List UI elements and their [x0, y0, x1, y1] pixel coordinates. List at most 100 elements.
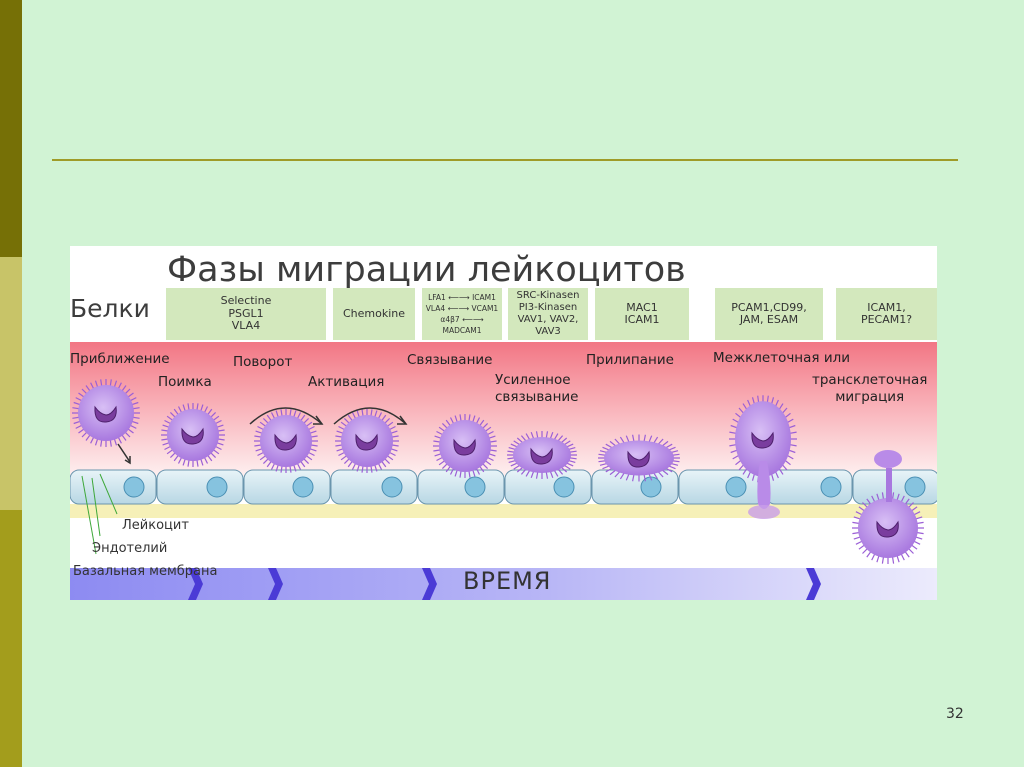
protein-box-integrins: LFA1 ⟵⟶ ICAM1 VLA4 ⟵⟶ VCAM1 α4β7 ⟵⟶ MADC…	[422, 288, 502, 340]
leukocyte	[729, 395, 797, 483]
phase-label-capture: Поимка	[158, 374, 212, 390]
approach-arrowhead	[124, 456, 131, 465]
endothelial-nucleus	[381, 476, 403, 498]
leukocyte-nucleus	[453, 438, 476, 456]
legend-pointer-lines	[81, 473, 118, 555]
time-chevron	[422, 568, 437, 600]
leukocytes	[72, 379, 924, 564]
leukocyte	[335, 409, 399, 473]
phase-label-approach: Приближение	[70, 351, 170, 367]
rotation-arrowhead	[397, 415, 408, 425]
leukocyte-microvilli	[335, 409, 399, 473]
rotation-arrow	[333, 407, 407, 425]
endothelial-nucleus	[206, 476, 228, 498]
leukocyte-nucleus	[355, 433, 378, 451]
leukocyte-microvilli	[433, 414, 497, 478]
blood-vessel-lumen	[70, 342, 937, 476]
time-chevron	[268, 568, 283, 600]
phase-label-transcellular: трансклеточная миграция	[812, 372, 928, 405]
leukocyte-body	[341, 415, 393, 467]
leukocyte-microvilli	[161, 403, 225, 467]
leukocyte-body	[78, 385, 134, 441]
transcellular-channel	[886, 468, 892, 502]
leukocyte	[507, 431, 577, 479]
leukocyte-migration-figure: Фазы миграции лейкоцитов Белки Selectine…	[70, 246, 937, 600]
leukocyte-microvilli	[254, 409, 318, 473]
time-chevrons	[188, 568, 821, 600]
endothelial-cell	[678, 469, 766, 505]
leukocyte-microvilli	[729, 395, 797, 483]
time-band	[70, 568, 937, 600]
sidebar-dark-block	[0, 0, 22, 257]
phase-label-activation: Активация	[308, 374, 385, 390]
pointer-line	[81, 475, 97, 555]
endothelial-cell	[504, 469, 592, 505]
figure-title: Фазы миграции лейкоцитов	[167, 250, 686, 290]
basement-membrane	[70, 504, 937, 518]
phase-label-binding: Связывание	[407, 352, 493, 368]
leukocyte	[433, 414, 497, 478]
sidebar-mid-block	[0, 510, 22, 767]
time-chevron	[806, 568, 821, 600]
leukocyte-microvilli	[598, 434, 680, 482]
protein-box-chemokine: Chemokine	[333, 288, 415, 340]
leukocyte	[852, 492, 924, 564]
leukocyte-nucleus	[876, 520, 899, 538]
approach-arrow	[117, 443, 131, 463]
phase-label-paracellular: Межклеточная или	[713, 350, 850, 366]
rotation-arrow	[249, 407, 323, 425]
leukocyte-nucleus	[94, 405, 117, 423]
leukocyte-microvilli	[507, 431, 577, 479]
proteins-label: Белки	[70, 294, 150, 323]
leukocyte-body	[439, 420, 491, 472]
leukocyte-microvilli	[852, 492, 924, 564]
figure-graphics	[70, 342, 937, 600]
endothelial-nucleus	[640, 476, 662, 498]
endothelial-cell	[417, 469, 505, 505]
migrating-leukocyte-base	[748, 505, 780, 519]
legend-basement-membrane: Базальная мембрана	[73, 564, 218, 579]
phase-label-strong-binding: Усиленное связывание	[495, 372, 579, 405]
endothelial-nucleus	[904, 476, 926, 498]
endothelial-nucleus	[820, 476, 842, 498]
rotation-arrowhead	[313, 415, 324, 425]
pointer-line	[99, 473, 118, 515]
leukocyte-body	[735, 401, 791, 477]
leukocyte-microvilli	[72, 379, 140, 447]
endothelium-layer	[70, 469, 937, 505]
endothelial-nucleus	[464, 476, 486, 498]
leukocyte-body	[604, 440, 674, 476]
legend-leukocyte: Лейкоцит	[122, 518, 189, 533]
leukocyte-body	[167, 409, 219, 461]
protein-box-pcam1: PCAM1,CD99, JAM, ESAM	[715, 288, 823, 340]
sidebar-light-block	[0, 257, 22, 510]
endothelial-nucleus	[553, 476, 575, 498]
protein-box-selectine: Selectine PSGL1 VLA4	[166, 288, 326, 340]
transcellular-leukocyte-top	[874, 450, 902, 468]
leukocyte	[161, 403, 225, 467]
leukocyte	[72, 379, 140, 447]
endothelial-cell	[330, 469, 418, 505]
leukocyte	[254, 409, 318, 473]
leukocyte-nucleus	[274, 433, 297, 451]
leukocyte-body	[260, 415, 312, 467]
protein-box-kinases: SRC-Kinasen PI3-Kinasen VAV1, VAV2, VAV3	[508, 288, 588, 340]
protein-box-mac1: MAC1 ICAM1	[595, 288, 689, 340]
leukocyte-body	[858, 498, 918, 558]
leukocyte-nucleus	[751, 431, 774, 449]
time-label: ВРЕМЯ	[463, 567, 552, 595]
endothelial-cell	[243, 469, 331, 505]
migrating-leukocyte-stalk	[757, 461, 771, 509]
leukocyte-nucleus	[627, 450, 650, 468]
protein-box-icam1: ICAM1, PECAM1?	[836, 288, 937, 340]
leukocyte	[598, 434, 680, 482]
rotation-arrows	[249, 407, 408, 425]
phase-label-rolling: Поворот	[233, 354, 293, 370]
endothelial-nucleus	[725, 476, 747, 498]
endothelial-nucleus	[123, 476, 145, 498]
phase-label-adhesion: Прилипание	[586, 352, 674, 368]
pointer-line	[91, 477, 101, 537]
time-chevron	[188, 568, 203, 600]
title-rule	[52, 159, 958, 161]
endothelial-nucleus	[292, 476, 314, 498]
